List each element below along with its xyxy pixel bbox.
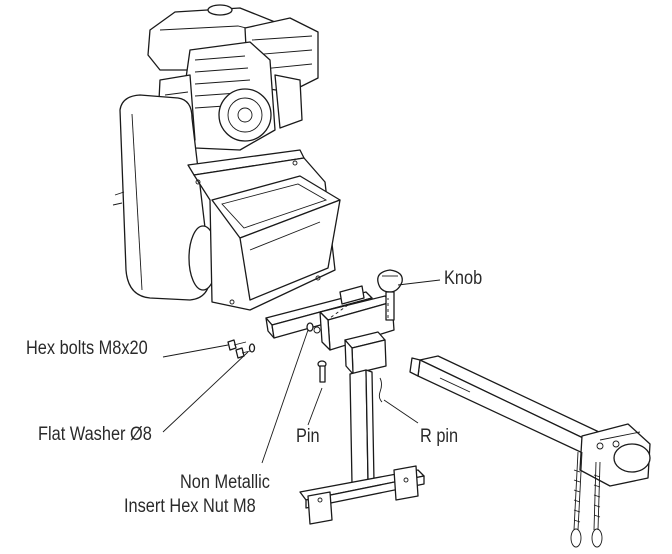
frame-plate <box>187 149 341 311</box>
hex-bolt <box>227 339 255 359</box>
r-pin-part <box>378 377 383 403</box>
belt-guard <box>112 94 218 301</box>
knob-label: Knob <box>444 268 483 289</box>
insert-hex-nut <box>306 322 314 332</box>
r-pin-label: R pin <box>420 426 459 447</box>
flat-washer-label: Flat Washer Ø8 <box>38 424 152 445</box>
stand <box>299 331 425 525</box>
nut-label-line2: Insert Hex Nut M8 <box>124 496 256 517</box>
leader-lines <box>162 279 441 464</box>
hex-bolts-label: Hex bolts M8x20 <box>26 338 148 359</box>
receiver-bracket <box>265 285 395 351</box>
pin-part <box>317 360 327 383</box>
knob-part <box>377 269 403 321</box>
nut-label-line1: Non Metallic <box>180 472 270 493</box>
pin-label: Pin <box>296 426 320 447</box>
tow-tongue <box>409 355 651 548</box>
flat-washer <box>248 343 256 353</box>
